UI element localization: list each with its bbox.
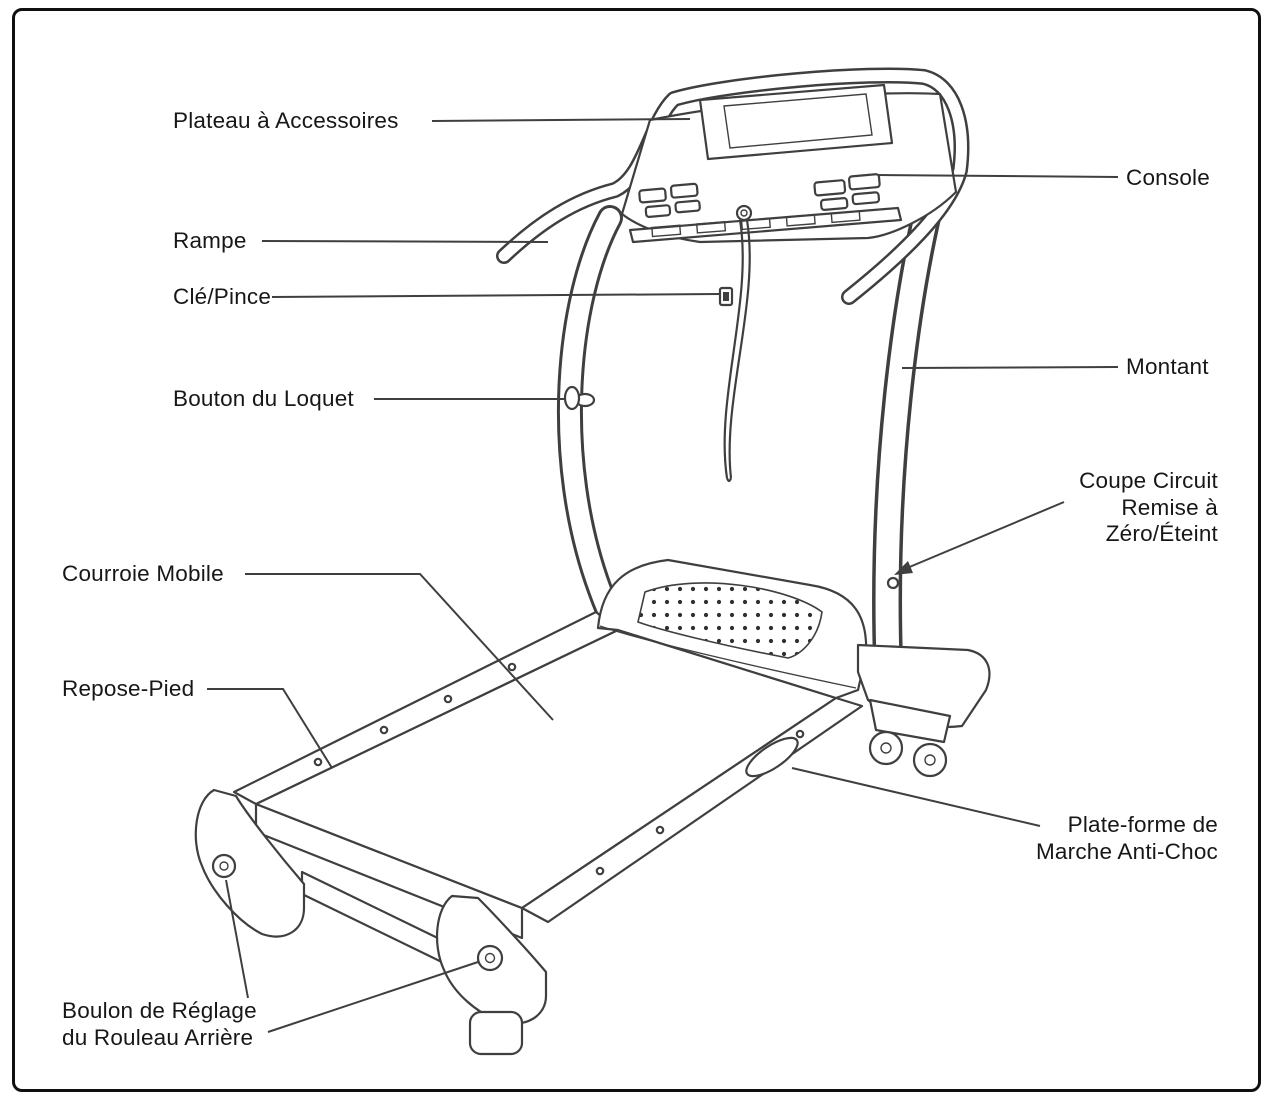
label-circuit-breaker: Coupe Circuit Remise à Zéro/Éteint <box>1079 468 1218 547</box>
right-base <box>856 643 991 778</box>
rear-left-corner <box>194 788 306 938</box>
leader-handrail <box>261 240 549 243</box>
rear-roller-bolt-left <box>211 853 237 879</box>
label-latch-knob: Bouton du Loquet <box>173 386 354 411</box>
label-handrail: Rampe <box>173 228 247 253</box>
leader-key-clip <box>271 293 720 298</box>
label-cushioned-platform: Plate-forme de Marche Anti-Choc <box>1035 812 1218 864</box>
front-corner <box>435 894 548 1056</box>
latch-knob <box>563 385 596 411</box>
leader-foot-rail <box>207 688 333 769</box>
safety-key-cord <box>718 219 751 483</box>
right-upright <box>872 185 945 677</box>
leader-lines <box>207 118 1119 1033</box>
label-accessory-tray: Plateau à Accessoires <box>173 108 399 133</box>
diagram-border-frame <box>12 8 1261 1092</box>
label-foot-rail: Repose-Pied <box>62 676 195 701</box>
rear-roller-bolt-front <box>476 944 504 972</box>
transport-wheel-2 <box>912 742 948 778</box>
transport-wheel <box>868 730 904 766</box>
leader-accessory-tray <box>431 118 691 122</box>
console-right-buttons <box>813 173 881 211</box>
leader-cushioned-platform <box>791 767 1041 827</box>
leader-upright <box>901 366 1119 369</box>
console-left-buttons <box>638 182 701 218</box>
leader-console <box>877 174 1119 178</box>
leader-circuit-breaker <box>899 501 1065 572</box>
console-key-bar-keys <box>651 210 861 238</box>
label-upright: Montant <box>1126 354 1209 379</box>
circuit-breaker-arrowhead <box>894 561 913 575</box>
circuit-breaker <box>886 576 900 590</box>
front-foot <box>468 1010 524 1056</box>
hood-vent-dots <box>637 582 823 659</box>
label-console: Console <box>1126 165 1210 190</box>
key-slot <box>735 204 753 222</box>
cushion-shock-absorber <box>745 736 799 778</box>
leader-roller-bolt-front <box>267 961 479 1033</box>
leader-roller-bolt-left <box>225 879 249 999</box>
label-key-clip: Clé/Pince <box>173 284 272 309</box>
motor-hood <box>596 558 900 700</box>
leader-walking-belt <box>245 573 554 721</box>
label-rear-roller-bolt: Boulon de Réglage du Rouleau Arrière <box>62 998 257 1050</box>
console-body <box>620 83 958 244</box>
console-screen <box>723 93 873 149</box>
label-walking-belt: Courroie Mobile <box>62 561 224 586</box>
